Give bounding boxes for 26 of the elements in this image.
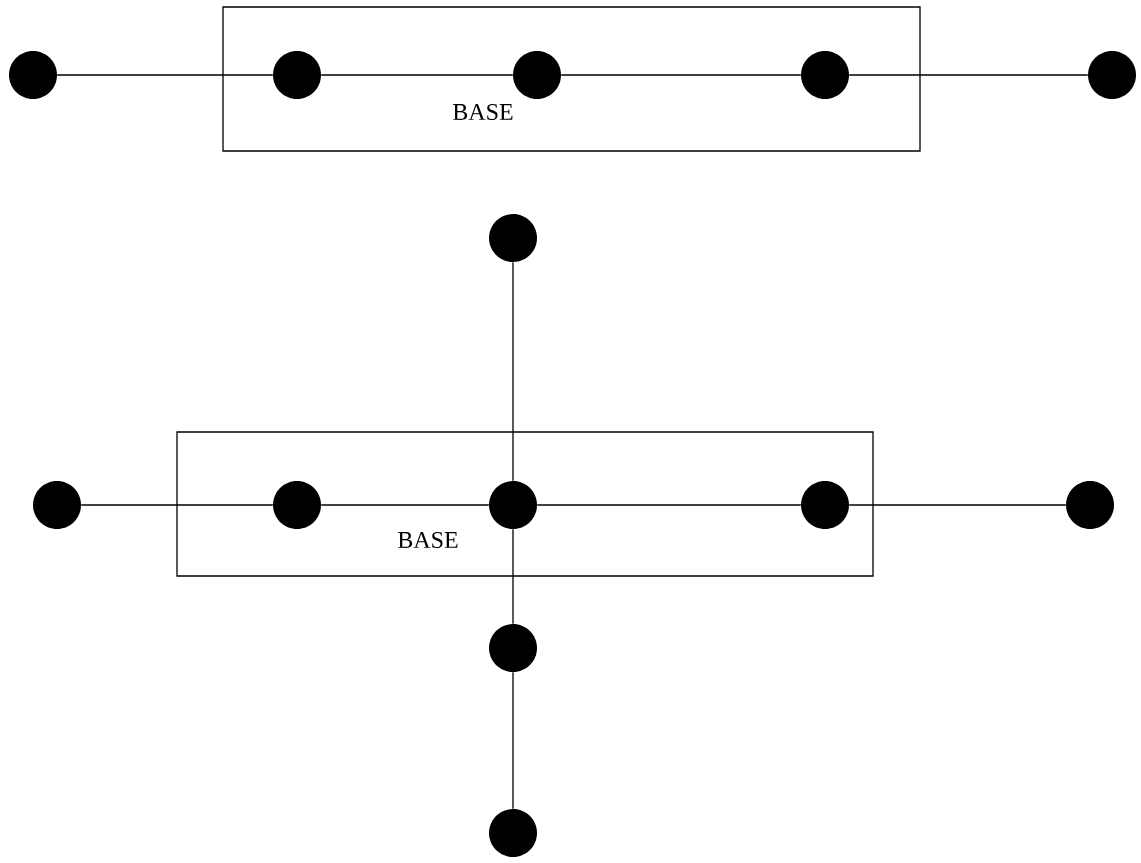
connector-line — [320, 504, 490, 506]
dot — [33, 481, 81, 529]
connector-line — [848, 504, 1067, 506]
connector-line — [80, 504, 274, 506]
dot — [513, 51, 561, 99]
connector-line — [512, 261, 514, 482]
connector-line — [512, 671, 514, 810]
connector-line — [848, 74, 1089, 76]
dot — [801, 51, 849, 99]
dot — [273, 51, 321, 99]
connector-line — [536, 504, 802, 506]
dot — [9, 51, 57, 99]
dot — [1088, 51, 1136, 99]
dot — [489, 214, 537, 262]
dot — [489, 624, 537, 672]
dot — [1066, 481, 1114, 529]
base-box: BASE — [222, 6, 921, 152]
connector-line — [320, 74, 514, 76]
dot — [489, 809, 537, 857]
base-box: BASE — [176, 431, 874, 577]
dot — [489, 481, 537, 529]
dot — [273, 481, 321, 529]
connector-line — [56, 74, 274, 76]
dot — [801, 481, 849, 529]
connector-line — [560, 74, 802, 76]
connector-line — [512, 528, 514, 625]
